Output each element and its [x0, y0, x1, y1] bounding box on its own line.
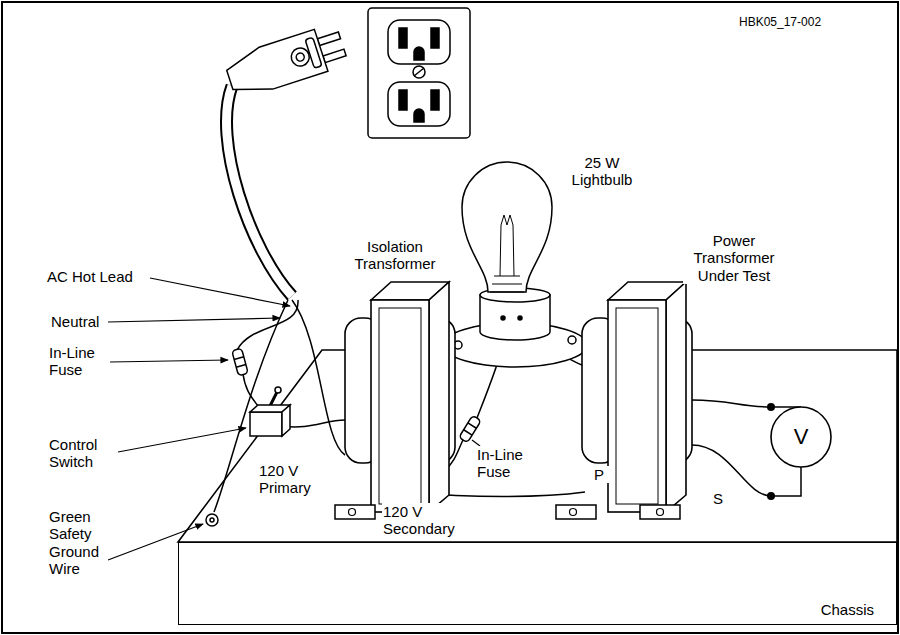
wiring	[237, 300, 298, 350]
ground-lug	[206, 514, 218, 526]
control-switch	[282, 405, 290, 436]
terminal-dots	[767, 403, 775, 500]
leader-lines	[110, 360, 228, 362]
callout-label: AC Hot Lead	[46, 268, 150, 285]
chassis-label: Chassis	[821, 601, 874, 618]
callout-label: In-Line Fuse	[48, 344, 110, 379]
wall-outlet	[368, 8, 470, 138]
wall-outlet	[414, 68, 424, 76]
power-transformer	[570, 509, 577, 516]
lamp-socket-base	[443, 288, 587, 367]
wall-outlet	[413, 66, 425, 78]
wiring	[692, 445, 771, 496]
winding-label: 120 V Secondary	[382, 503, 468, 538]
part-name: Power Transformer Under Test	[683, 232, 785, 284]
chassis-front: Chassis	[178, 542, 897, 625]
inline-fuse	[232, 348, 248, 376]
wall-outlet	[414, 109, 424, 122]
lightbulb	[462, 162, 552, 292]
power-plug	[223, 29, 328, 101]
wiring	[692, 400, 771, 407]
chassis-top	[178, 350, 897, 542]
wall-outlet	[431, 28, 439, 48]
lamp-socket-base	[518, 316, 522, 320]
isolation-transformer	[335, 505, 375, 519]
terminal-dots	[767, 403, 775, 411]
leader-lines	[108, 318, 280, 322]
ground-lug	[210, 518, 214, 522]
inline-fuse	[468, 423, 476, 428]
power-transformer	[582, 282, 692, 512]
line-cord	[227, 86, 292, 296]
power-plug	[305, 37, 322, 68]
winding-label: 120 V Primary	[258, 462, 324, 497]
wall-outlet	[368, 8, 470, 138]
power-plug	[323, 49, 346, 62]
power-plug	[223, 23, 349, 101]
lamp-socket-base	[568, 336, 576, 344]
part-name: 25 W Lightbulb	[558, 154, 646, 189]
power-transformer	[556, 505, 596, 519]
power-transformer	[657, 509, 664, 516]
power-plug	[295, 52, 305, 62]
wiring	[282, 420, 345, 427]
control-switch	[275, 387, 281, 393]
power-plug	[317, 32, 340, 45]
power-transformer	[640, 505, 680, 519]
callout-label: In-Line Fuse	[476, 446, 538, 481]
wall-outlet	[388, 20, 450, 64]
lightbulb	[500, 225, 514, 276]
line-cord	[227, 86, 292, 296]
lightbulb	[501, 215, 513, 225]
meter-symbol: V	[794, 424, 809, 449]
inline-fuse	[459, 415, 481, 442]
isolation-transformer	[335, 282, 455, 519]
terminal-label: S	[712, 490, 728, 507]
inline-fuse	[232, 348, 248, 376]
wall-outlet	[388, 82, 450, 126]
line-cord	[227, 86, 292, 296]
callout-label: Neutral	[50, 313, 108, 330]
control-switch	[250, 387, 290, 436]
lamp-socket-base	[501, 316, 505, 320]
terminal-dots	[767, 492, 775, 500]
lightbulb	[490, 276, 524, 292]
isolation-transformer	[345, 282, 455, 512]
wall-outlet	[399, 90, 407, 110]
wall-outlet	[431, 90, 439, 110]
inline-fuse	[459, 415, 481, 442]
power-transformer	[556, 282, 692, 519]
leader-lines	[150, 278, 290, 306]
chassis-top	[178, 350, 897, 542]
inline-fuse	[234, 357, 244, 360]
ground-lug	[206, 514, 218, 526]
callout-label: Green Safety Ground Wire	[48, 508, 108, 577]
inline-fuse	[236, 365, 246, 368]
wiring	[292, 300, 345, 455]
wall-outlet	[414, 47, 424, 60]
callout-label: Control Switch	[48, 436, 118, 471]
lightbulb	[462, 162, 552, 292]
leader-lines	[118, 428, 246, 452]
terminal-label: P	[593, 466, 609, 483]
control-switch	[250, 412, 282, 436]
leader-lines	[108, 278, 480, 560]
wall-outlet	[399, 28, 407, 48]
part-name: Isolation Transformer	[345, 238, 445, 273]
isolation-transformer	[349, 509, 356, 516]
voltmeter: V	[769, 405, 833, 469]
wiring	[771, 467, 801, 496]
figure-id: HBK05_17-002	[738, 16, 888, 30]
meter-circle	[771, 407, 831, 467]
inline-fuse	[464, 430, 472, 435]
